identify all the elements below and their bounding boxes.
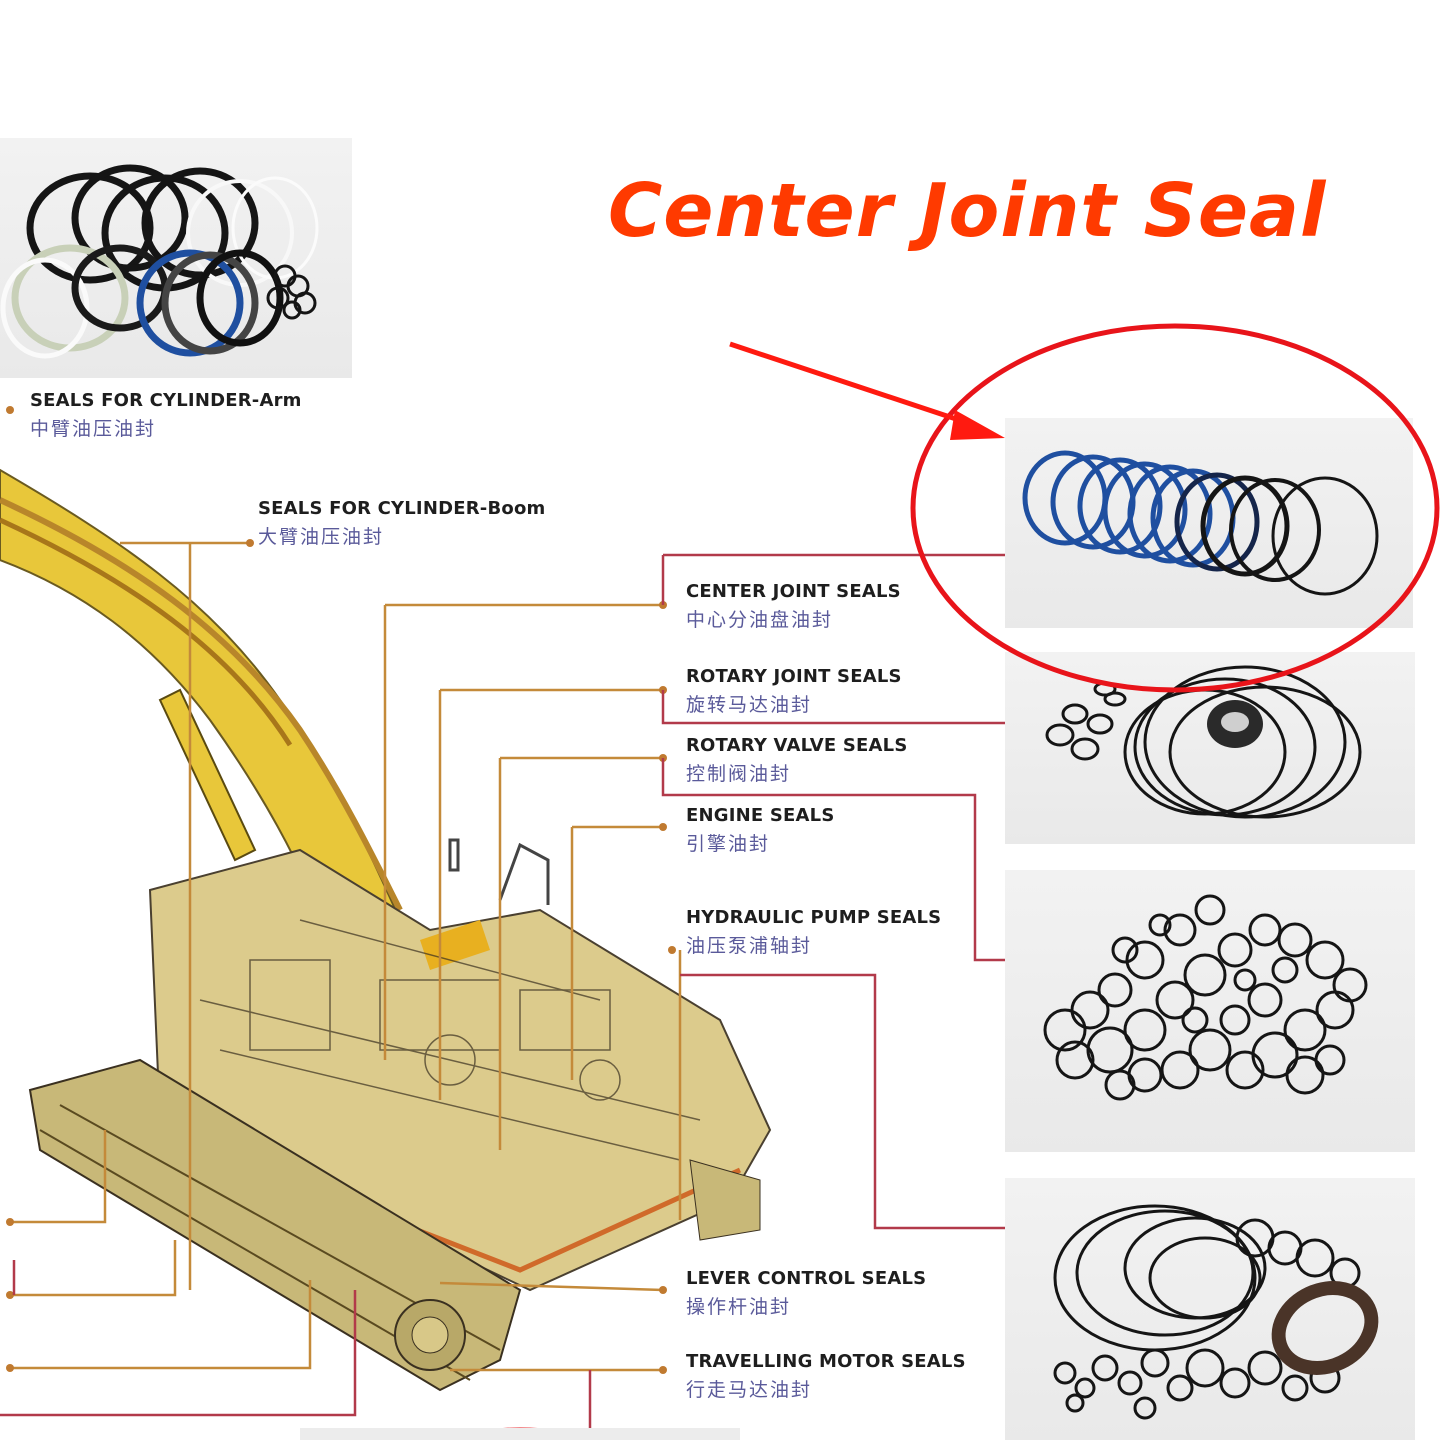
label-en: TRAVELLING MOTOR SEALS (686, 1351, 966, 1372)
label-travelling-motor: TRAVELLING MOTOR SEALS 行走马达油封 (686, 1351, 966, 1402)
cylinder-arm-seal-photo (0, 138, 352, 378)
label-rotary-joint: ROTARY JOINT SEALS 旋转马达油封 (686, 666, 902, 717)
label-en: ENGINE SEALS (686, 805, 835, 826)
label-rotary-valve: ROTARY VALVE SEALS 控制阀油封 (686, 735, 908, 786)
seal-rings-icon (0, 164, 319, 359)
arrow-line (729, 341, 966, 425)
rotary-joint-seal-photo (1005, 652, 1415, 844)
hydraulic-pump-seal-photo (1005, 870, 1415, 1152)
label-hydraulic-pump: HYDRAULIC PUMP SEALS 油压泵浦轴封 (686, 907, 941, 958)
label-en: ROTARY JOINT SEALS (686, 666, 902, 687)
label-en: SEALS FOR CYLINDER-Boom (258, 498, 546, 519)
highlight-ellipse (910, 323, 1440, 693)
arrow-head-icon (950, 410, 1005, 440)
center-joint-seal-photo (1005, 418, 1413, 628)
label-en: SEALS FOR CYLINDER-Arm (30, 390, 302, 411)
travelling-motor-seal-photo (1005, 1178, 1415, 1440)
o-rings-row-icon (1022, 450, 1379, 596)
label-en: HYDRAULIC PUMP SEALS (686, 907, 942, 928)
page-title: Center Joint Seal (608, 168, 1327, 254)
o-rings-oil-seal-icon (1045, 665, 1362, 819)
label-en: LEVER CONTROL SEALS (686, 1268, 927, 1289)
label-zh: 引擎油封 (686, 833, 771, 855)
label-en: ROTARY VALVE SEALS (686, 735, 908, 756)
o-rings-kit-icon (1053, 1204, 1379, 1420)
label-cylinder-arm: SEALS FOR CYLINDER-Arm 中臂油压油封 (30, 390, 302, 441)
label-zh: 旋转马达油封 (686, 694, 813, 716)
o-rings-pile-icon (1043, 894, 1368, 1101)
label-en: CENTER JOINT SEALS (686, 581, 901, 602)
label-zh: 大臂油压油封 (258, 526, 385, 548)
label-zh: 油压泵浦轴封 (686, 935, 813, 957)
leader-lines (10, 541, 682, 1372)
label-zh: 中臂油压油封 (30, 418, 157, 440)
label-center-joint: CENTER JOINT SEALS 中心分油盘油封 (686, 581, 901, 632)
label-zh: 中心分油盘油封 (686, 609, 834, 631)
label-cylinder-boom: SEALS FOR CYLINDER-Boom 大臂油压油封 (258, 498, 545, 549)
label-zh: 控制阀油封 (686, 763, 792, 785)
label-zh: 操作杆油封 (686, 1296, 792, 1318)
label-engine: ENGINE SEALS 引擎油封 (686, 805, 834, 856)
label-lever-control: LEVER CONTROL SEALS 操作杆油封 (686, 1268, 926, 1319)
label-zh: 行走马达油封 (686, 1379, 813, 1401)
